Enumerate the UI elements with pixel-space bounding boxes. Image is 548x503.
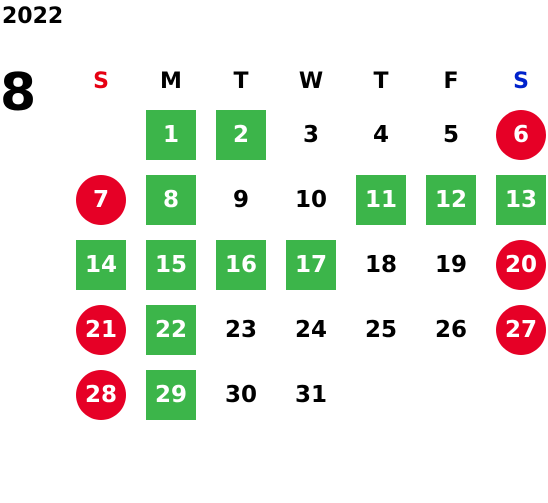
day-number: 8	[146, 174, 196, 225]
day-number: 31	[294, 381, 327, 408]
day-cell: 23	[206, 297, 276, 362]
day-cell: 30	[206, 362, 276, 427]
day-number: 23	[224, 316, 257, 343]
day-cell: 7	[66, 167, 136, 232]
day-cell: 31	[276, 362, 346, 427]
weekday-header-sunday: S	[93, 68, 109, 94]
day-number: 20	[496, 239, 546, 290]
day-cell: 17	[276, 232, 346, 297]
day-cell: 27	[486, 297, 548, 362]
day-number: 12	[426, 174, 476, 225]
empty-day-cell	[66, 102, 136, 167]
day-number: 1	[146, 109, 196, 160]
day-number: 10	[294, 186, 327, 213]
day-cell: 16	[206, 232, 276, 297]
day-number: 29	[146, 369, 196, 420]
day-number: 26	[434, 316, 467, 343]
day-cell: 28	[66, 362, 136, 427]
day-cell: 2	[206, 102, 276, 167]
day-number: 11	[356, 174, 406, 225]
day-cell: 9	[206, 167, 276, 232]
weekday-header-friday: F	[443, 68, 459, 94]
day-number: 22	[146, 304, 196, 355]
day-cell: 5	[416, 102, 486, 167]
day-cell: 11	[346, 167, 416, 232]
day-cell: 13	[486, 167, 548, 232]
day-number: 2	[216, 109, 266, 160]
weekday-header-monday: M	[160, 68, 182, 94]
weekday-header-thursday: T	[373, 68, 389, 94]
day-number: 18	[364, 251, 397, 278]
day-cell: 15	[136, 232, 206, 297]
day-number: 13	[496, 174, 546, 225]
day-cell: 19	[416, 232, 486, 297]
weekday-header-wednesday: W	[298, 68, 324, 94]
day-number: 30	[224, 381, 257, 408]
year-label: 2022	[2, 4, 64, 29]
day-number: 16	[216, 239, 266, 290]
day-number: 6	[496, 109, 546, 160]
day-cell: 18	[346, 232, 416, 297]
day-cell: 4	[346, 102, 416, 167]
day-cell: 3	[276, 102, 346, 167]
day-number: 14	[76, 239, 126, 290]
day-cell: 8	[136, 167, 206, 232]
day-cell: 22	[136, 297, 206, 362]
empty-day-cell	[346, 362, 416, 427]
empty-day-cell	[486, 362, 548, 427]
month-number: 8	[0, 63, 37, 123]
day-cell: 20	[486, 232, 548, 297]
day-cell: 26	[416, 297, 486, 362]
day-cell: 24	[276, 297, 346, 362]
weekday-header-saturday: S	[513, 68, 529, 94]
day-number: 25	[364, 316, 397, 343]
weekday-header-tuesday: T	[233, 68, 249, 94]
day-number: 7	[76, 174, 126, 225]
day-cell: 21	[66, 297, 136, 362]
empty-day-cell	[416, 362, 486, 427]
day-number: 19	[434, 251, 467, 278]
day-number: 17	[286, 239, 336, 290]
day-cell: 12	[416, 167, 486, 232]
day-number: 15	[146, 239, 196, 290]
day-number: 4	[372, 121, 389, 148]
day-cell: 29	[136, 362, 206, 427]
day-number: 3	[302, 121, 319, 148]
day-number: 5	[442, 121, 459, 148]
day-number: 28	[76, 369, 126, 420]
day-number: 24	[294, 316, 327, 343]
day-number: 9	[232, 186, 249, 213]
day-cell: 1	[136, 102, 206, 167]
day-cell: 10	[276, 167, 346, 232]
day-number: 27	[496, 304, 546, 355]
day-cell: 6	[486, 102, 548, 167]
day-number: 21	[76, 304, 126, 355]
day-cell: 25	[346, 297, 416, 362]
day-cell: 14	[66, 232, 136, 297]
